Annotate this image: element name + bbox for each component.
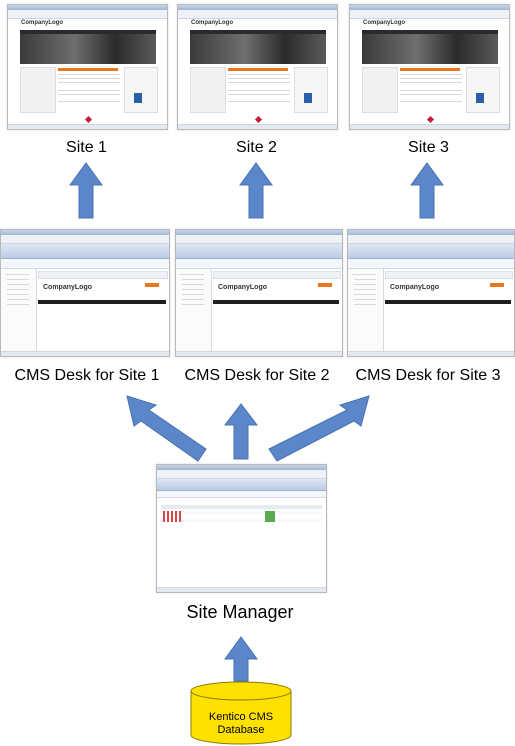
editor-toolbar xyxy=(38,271,168,279)
top-nav-bar xyxy=(362,30,498,34)
site-3-label: Site 3 xyxy=(408,139,449,156)
right-panel xyxy=(124,67,158,113)
browser-titlebar xyxy=(8,5,167,10)
database-label-line2: Database xyxy=(217,724,265,736)
site-3-screenshot: CompanyLogo xyxy=(349,4,510,130)
hero-image xyxy=(20,34,156,64)
site-2-screenshot: CompanyLogo xyxy=(177,4,338,130)
site-1-screenshot: CompanyLogo xyxy=(7,4,168,130)
content-heading xyxy=(228,68,288,71)
sm-header xyxy=(157,479,326,491)
cms-header xyxy=(1,244,169,259)
editor-toolbar xyxy=(213,271,341,279)
arrow-up-icon xyxy=(239,162,273,219)
company-logo: CompanyLogo xyxy=(43,284,92,291)
site-2-label: Site 2 xyxy=(236,139,277,156)
company-logo: CompanyLogo xyxy=(191,20,233,26)
hero-image xyxy=(190,34,326,64)
logo-button xyxy=(490,283,504,287)
sites-row-2 xyxy=(161,515,322,518)
cms-desk-3-label: CMS Desk for Site 3 xyxy=(355,367,501,384)
site-manager-screenshot xyxy=(156,464,327,593)
database-label-line1: Kentico CMS xyxy=(208,711,274,723)
cms-desk-3-screenshot: CompanyLogo xyxy=(347,229,515,357)
cms-toolbar xyxy=(1,259,169,269)
logo-button xyxy=(145,283,159,287)
content-tree xyxy=(348,269,384,351)
database-icon xyxy=(190,681,292,745)
top-nav-bar xyxy=(190,30,326,34)
content-tree xyxy=(1,269,37,351)
arrow-up-icon xyxy=(410,162,444,219)
right-panel xyxy=(294,67,328,113)
phone-image xyxy=(304,93,312,103)
editor-toolbar xyxy=(385,271,513,279)
site-1-label: Site 1 xyxy=(66,139,107,156)
content-heading xyxy=(58,68,118,71)
site-menu-bar xyxy=(38,300,166,304)
arrow-up-icon xyxy=(224,636,258,682)
cms-toolbar xyxy=(348,259,514,269)
cms-toolbar xyxy=(176,259,342,269)
phone-image xyxy=(134,93,142,103)
sites-row-3 xyxy=(161,519,322,522)
cms-desk-2-label: CMS Desk for Site 2 xyxy=(184,367,330,384)
hero-image xyxy=(362,34,498,64)
cms-desk-1-screenshot: CompanyLogo xyxy=(0,229,170,357)
cms-desk-2-screenshot: CompanyLogo xyxy=(175,229,343,357)
sidebar-panel xyxy=(190,67,226,113)
cms-header xyxy=(176,244,342,259)
content-tree xyxy=(176,269,212,351)
top-nav-bar xyxy=(20,30,156,34)
sites-row-1 xyxy=(161,511,322,514)
cms-header xyxy=(348,244,514,259)
site-manager-label: Site Manager xyxy=(186,602,294,622)
site-menu-bar xyxy=(385,300,511,304)
company-logo: CompanyLogo xyxy=(363,20,405,26)
arrow-up-right-icon xyxy=(268,395,370,462)
company-logo: CompanyLogo xyxy=(21,20,63,26)
arrow-up-left-icon xyxy=(126,395,207,462)
site-menu-bar xyxy=(213,300,339,304)
sites-grid-header xyxy=(161,505,322,509)
company-logo: CompanyLogo xyxy=(218,284,267,291)
phone-image xyxy=(476,93,484,103)
company-logo: CompanyLogo xyxy=(390,284,439,291)
logo-button xyxy=(318,283,332,287)
sm-tabs xyxy=(157,491,326,498)
right-panel xyxy=(466,67,500,113)
arrow-up-icon xyxy=(69,162,103,219)
browser-toolbar xyxy=(8,10,167,19)
cms-desk-1-label: CMS Desk for Site 1 xyxy=(14,367,160,384)
sidebar-panel xyxy=(362,67,398,113)
sidebar-panel xyxy=(20,67,56,113)
content-heading xyxy=(400,68,460,71)
arrow-up-icon xyxy=(223,403,259,460)
